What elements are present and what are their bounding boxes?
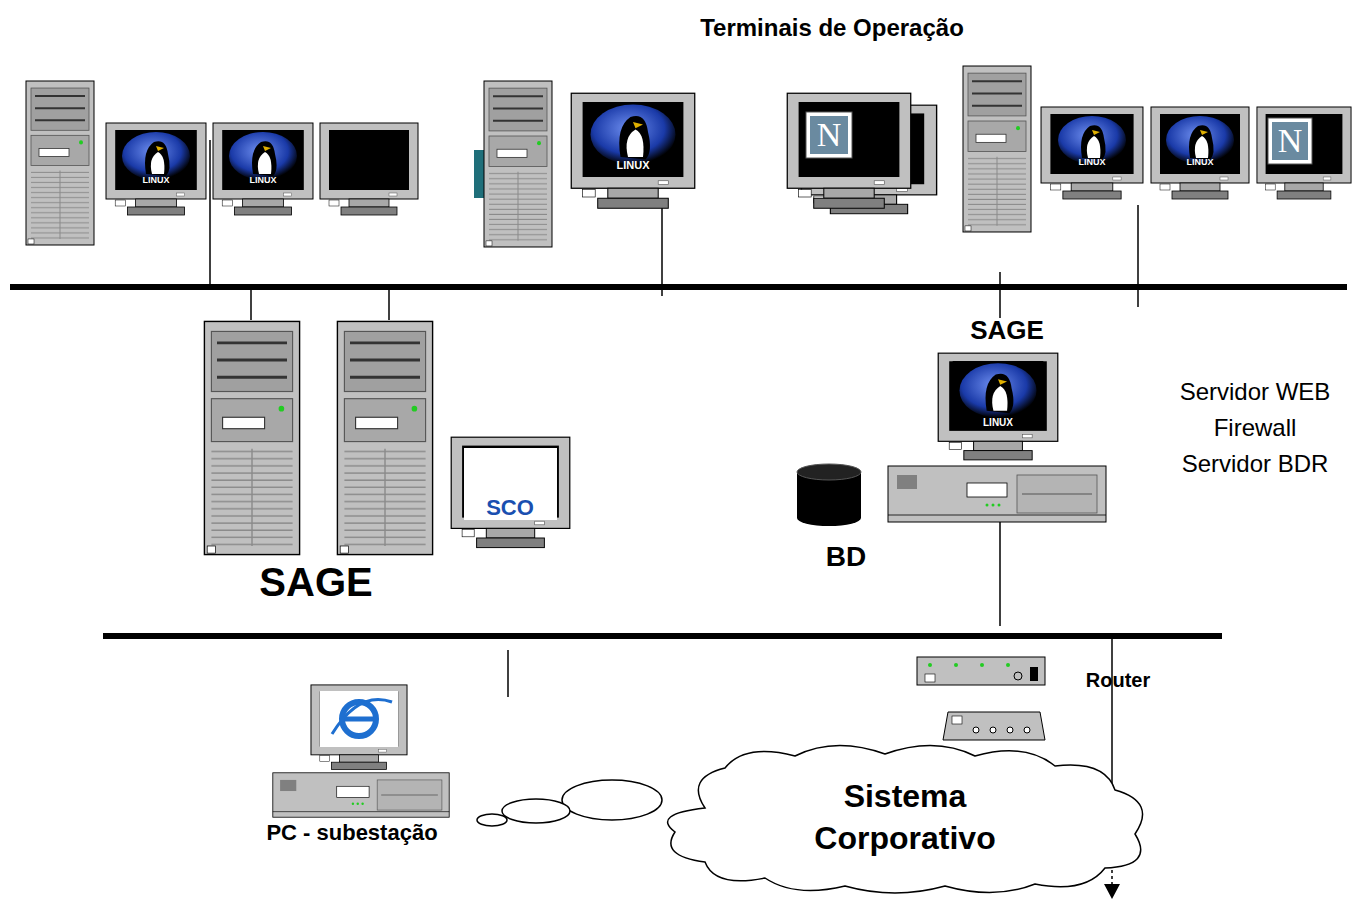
- cloud-bubbles: [477, 780, 662, 826]
- logo-text: N: [817, 115, 842, 154]
- server-role: Servidor WEB: [1180, 378, 1331, 406]
- server-role: Firewall: [1214, 414, 1297, 442]
- device-label: Router: [1086, 669, 1150, 692]
- logo-text: SCO: [486, 495, 534, 520]
- cloud-shape: [645, 738, 1165, 898]
- pc-label: PC - subestação: [266, 820, 437, 845]
- server-label: SAGE: [970, 316, 1044, 346]
- server-role: Servidor BDR: [1182, 450, 1329, 478]
- logo-text: N: [1278, 121, 1303, 160]
- cloud-text-wrap: Sistema Corporativo: [645, 738, 1165, 898]
- pc-substation: [273, 685, 449, 817]
- logo-text: LINUX: [983, 417, 1013, 429]
- database-label: BD: [826, 541, 866, 573]
- server-label: SAGE: [259, 559, 372, 605]
- logo-text: LINUX: [1079, 157, 1106, 167]
- operation-terminals: [26, 66, 1351, 247]
- logo-text: LINUX: [250, 175, 277, 185]
- sage-servers: [204, 321, 569, 554]
- router: [917, 657, 1045, 740]
- diagram-title: Terminais de Operação: [700, 14, 964, 42]
- logo-text: LINUX: [1187, 157, 1214, 167]
- node-text: Sistema Corporativo: [765, 776, 1045, 859]
- logo-text: LINUX: [143, 175, 170, 185]
- network-bus: [103, 633, 1222, 639]
- logo-text: LINUX: [617, 159, 650, 172]
- bd-server: [797, 353, 1106, 526]
- cloud-node: Sistema Corporativo: [645, 738, 1165, 898]
